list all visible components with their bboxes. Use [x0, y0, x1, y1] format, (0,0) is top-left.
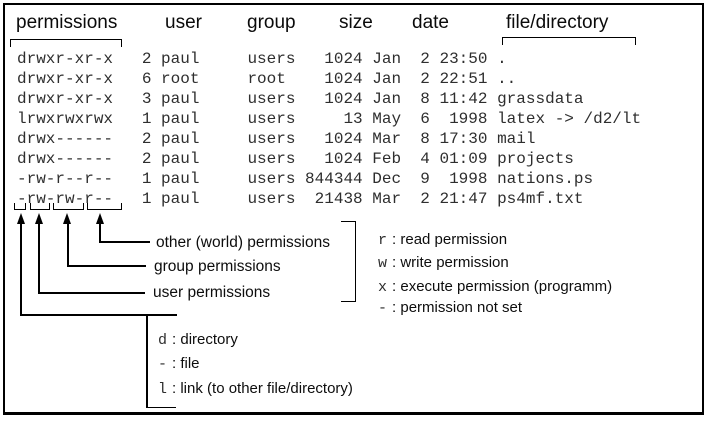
file-row: drwx------ 2 paul users 1024 Mar 8 17:30… — [17, 130, 536, 148]
header-size: size — [339, 12, 373, 33]
header-permissions: permissions — [16, 12, 118, 33]
file-row: -rw-r--r-- 1 paul users 844344 Dec 9 199… — [17, 170, 594, 188]
legend-execute: x: execute permission (programm) — [378, 278, 612, 296]
file-row: drwxr-xr-x 6 root root 1024 Jan 2 22:51 … — [17, 70, 517, 88]
legend-directory: d: directory — [158, 331, 238, 349]
callout-line-user — [38, 224, 40, 294]
file-listing: drwxr-xr-x 2 paul users 1024 Jan 2 23:50… — [17, 49, 641, 209]
legend-desc: : write permission — [392, 254, 509, 271]
file-row: lrwxrwxrwx 1 paul users 13 May 6 1998 la… — [17, 110, 642, 128]
file-type-bracket — [146, 314, 176, 408]
legend-desc: : execute permission (programm) — [392, 278, 613, 295]
file-row: -rw-rw-r-- 1 paul users 21438 Mar 2 21:4… — [17, 190, 584, 208]
outer-border — [3, 3, 704, 415]
permissions-column-bracket — [10, 39, 122, 47]
legend-read: r: read permission — [378, 231, 507, 249]
legend-key: l — [158, 381, 168, 398]
file-row: drwxr-xr-x 3 paul users 1024 Jan 8 11:42… — [17, 90, 584, 108]
callout-line-group — [66, 224, 69, 267]
legend-file: -: file — [158, 355, 200, 373]
legend-key: - — [158, 356, 168, 373]
header-date: date — [412, 12, 449, 33]
legend-write: w: write permission — [378, 254, 509, 272]
callout-line-group — [66, 265, 146, 267]
file-directory-column-bracket — [502, 37, 636, 45]
legend-desc: : file — [172, 355, 200, 372]
legend-key: d — [158, 332, 168, 349]
legend-key: x — [378, 279, 388, 296]
legend-key: - — [378, 300, 388, 317]
legend-desc: : permission not set — [392, 299, 523, 316]
rwx-group-bracket — [341, 221, 356, 302]
user-permissions-label: user permissions — [153, 284, 271, 301]
up-arrow-icon — [34, 213, 43, 224]
legend-desc: : read permission — [392, 231, 508, 248]
group-perms-brace — [53, 203, 84, 210]
type-char-brace — [14, 203, 26, 210]
legend-desc: : link (to other file/directory) — [172, 380, 353, 397]
callout-line-other — [99, 241, 150, 243]
callout-line-type — [20, 314, 177, 316]
legend-desc: : directory — [172, 331, 238, 348]
file-row: drwxr-xr-x 2 paul users 1024 Jan 2 23:50… — [17, 50, 507, 68]
callout-line-user — [38, 292, 145, 294]
legend-key: w — [378, 255, 388, 272]
file-row: drwx------ 2 paul users 1024 Feb 4 01:09… — [17, 150, 574, 168]
up-arrow-icon — [95, 213, 104, 224]
callout-line-other — [99, 224, 101, 243]
up-arrow-icon — [16, 213, 25, 224]
legend-key: r — [378, 232, 388, 249]
up-arrow-icon — [63, 213, 71, 224]
other-permissions-label: other (world) permissions — [156, 234, 330, 251]
header-file-directory: file/directory — [506, 12, 609, 33]
user-perms-brace — [30, 203, 50, 210]
group-permissions-label: group permissions — [154, 258, 281, 275]
legend-link: l: link (to other file/directory) — [158, 380, 353, 398]
header-user: user — [165, 12, 202, 33]
callout-line-type — [20, 224, 22, 316]
legend-not-set: -: permission not set — [378, 299, 522, 317]
header-group: group — [247, 12, 296, 33]
other-perms-brace — [87, 203, 122, 210]
